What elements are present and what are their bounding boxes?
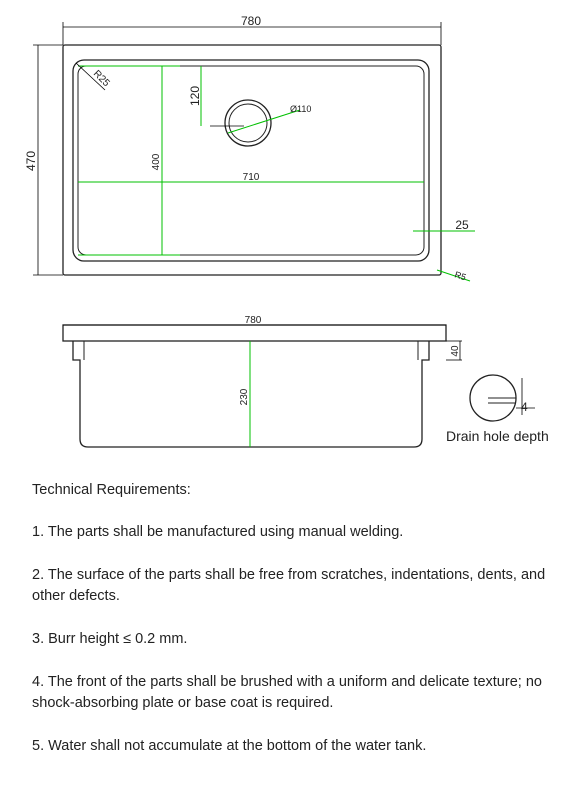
rim-width-label: 25 [455, 218, 469, 232]
bowl-outline [72, 59, 430, 262]
drain-detail: 4 Drain hole depth [446, 374, 549, 444]
corner-radius-r25-label: R25 [91, 68, 112, 89]
requirement-item-1: 1. The parts shall be manufactured using… [32, 524, 404, 540]
flange-height-label: 40 [450, 345, 461, 357]
requirement-item-3: 3. Burr height ≤ 0.2 mm. [32, 631, 188, 647]
side-width-label: 780 [245, 315, 262, 326]
side-depth-label: 230 [239, 388, 250, 405]
inner-width-label: 710 [243, 172, 260, 183]
sink-top-flange [62, 324, 447, 342]
sink-outer-outline [62, 44, 442, 276]
top-width-label: 780 [241, 14, 261, 28]
sink-bowl-profile [72, 341, 430, 448]
technical-drawing: 780 470 400 710 R25 Ø110 120 25 R5 [24, 14, 549, 448]
corner-radius-r5-label: R5 [453, 269, 467, 282]
requirement-item-5: 5. Water shall not accumulate at the bot… [32, 738, 427, 754]
drain-depth-caption: Drain hole depth [446, 428, 549, 444]
drain-depth-value-label: 4 [521, 400, 528, 414]
drain-hole-inner [228, 103, 268, 143]
side-view: 780 230 40 [62, 315, 462, 448]
requirement-item-2: 2. The surface of the parts shall be fre… [32, 567, 546, 604]
technical-requirements: Technical Requirements: 1. The parts sha… [32, 480, 572, 779]
top-view: 780 470 400 710 R25 Ø110 120 25 R5 [24, 14, 475, 282]
requirements-title: Technical Requirements: [32, 482, 191, 498]
drain-diameter-label: Ø110 [290, 104, 311, 114]
drain-hole-outer [224, 99, 272, 147]
requirement-item-4: 4. The front of the parts shall be brush… [32, 674, 542, 711]
bowl-inner-outline [77, 65, 425, 256]
top-height-label: 470 [24, 151, 38, 171]
inner-height-label: 400 [151, 153, 162, 170]
drain-offset-label: 120 [188, 86, 202, 106]
